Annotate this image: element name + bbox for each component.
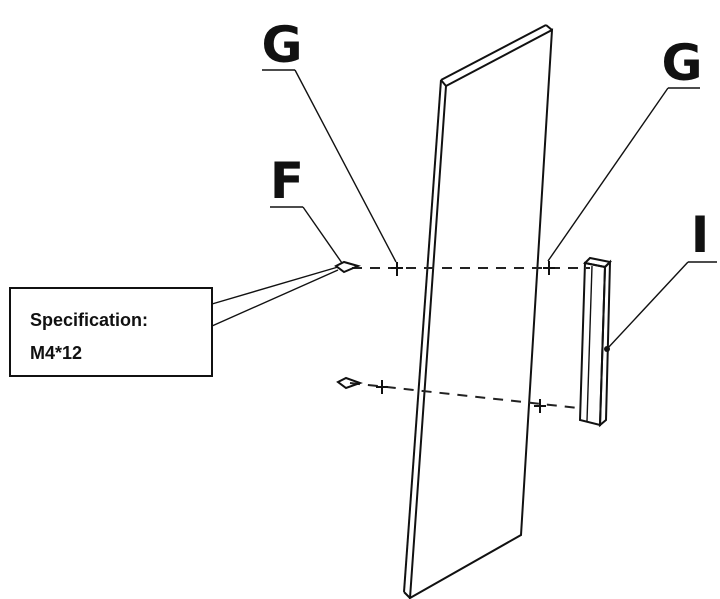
label-f: F — [270, 152, 304, 210]
specification-box: Specification: M4*12 — [9, 287, 213, 377]
leader-g-right — [547, 87, 700, 262]
specification-value: M4*12 — [30, 343, 82, 363]
leader-i — [604, 261, 717, 352]
leader-spec-box — [211, 266, 339, 327]
washer-lower-left — [376, 380, 388, 394]
label-g-right: G — [661, 34, 702, 92]
leader-f — [270, 206, 343, 264]
panel-board — [403, 24, 554, 599]
specification-title: Specification: — [30, 310, 148, 330]
label-g-left: G — [261, 16, 302, 74]
screw-lower — [336, 376, 363, 390]
washer-upper-left — [391, 262, 403, 276]
washer-lower-right — [534, 399, 546, 413]
leader-g-left — [262, 69, 397, 263]
label-i: I — [691, 206, 710, 264]
washer-upper-right — [543, 261, 555, 275]
screw-upper — [334, 260, 361, 274]
bracket-part — [578, 256, 613, 428]
